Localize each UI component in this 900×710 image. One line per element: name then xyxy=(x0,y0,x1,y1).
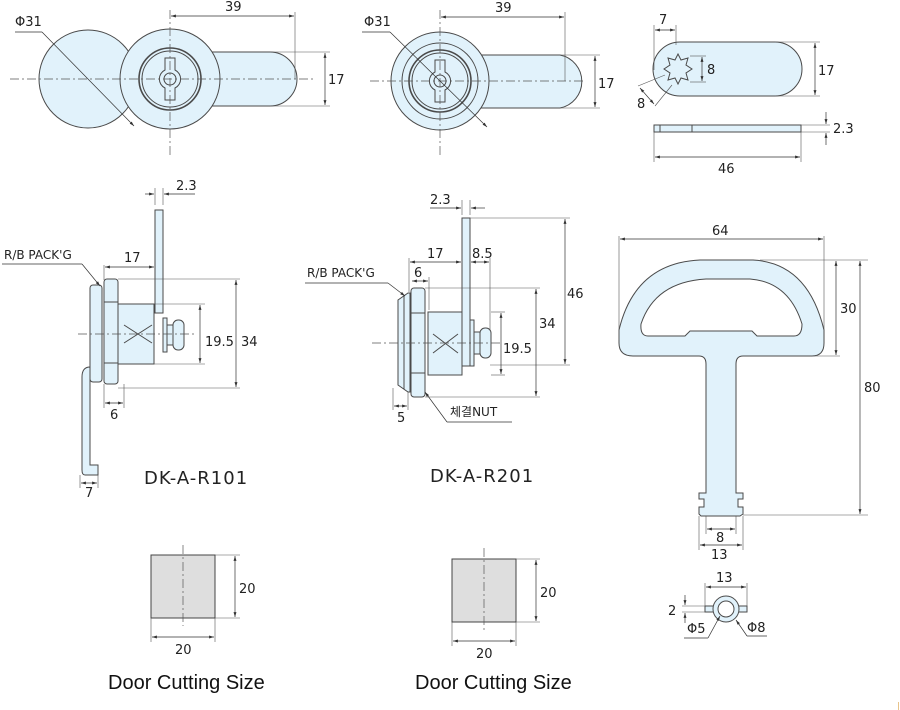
body-label: 19.5 xyxy=(503,342,532,357)
width-label: 17 xyxy=(818,64,835,79)
body-label: 19.5 xyxy=(205,335,234,350)
outer-diameter-label: Φ8 xyxy=(747,621,766,636)
key-section: 13 2 Φ5 Φ8 xyxy=(668,571,767,639)
door-cutting-r101: 20 20 Door Cutting Size xyxy=(108,545,265,694)
height-label: 20 xyxy=(239,582,256,597)
depth-label: 17 xyxy=(124,251,141,266)
length-label: 46 xyxy=(718,162,735,177)
tip-outer-label: 13 xyxy=(711,548,728,563)
length-label: 39 xyxy=(495,1,512,16)
depth-label: 17 xyxy=(427,247,444,262)
star-hole xyxy=(663,52,693,86)
hook-label: 7 xyxy=(85,486,93,501)
side-view-r201: 2.3 46 17 8.5 6 R/B PACK'G 34 19.5 5 체결N… xyxy=(305,193,584,487)
cam-side xyxy=(653,124,802,133)
gasket-label: R/B PACK'G xyxy=(4,248,72,262)
hole-height-label: 8 xyxy=(707,63,715,78)
diameter-label: Φ31 xyxy=(15,15,42,30)
tip-inner-label: 8 xyxy=(716,531,724,546)
cam xyxy=(154,209,164,314)
cam xyxy=(461,217,471,367)
caption: Door Cutting Size xyxy=(108,672,265,694)
nut-label: 체결NUT xyxy=(450,405,498,419)
thickness-label: 2.3 xyxy=(833,122,854,137)
caption: Door Cutting Size xyxy=(415,672,572,694)
nut xyxy=(410,287,426,398)
flange-thickness-label: 5 xyxy=(397,411,405,426)
key-handle-hole xyxy=(640,278,803,337)
width-label: 20 xyxy=(476,647,493,662)
side-view-r101: 2.3 R/B PACK'G 17 19.5 34 6 7 DK-A-R101 xyxy=(2,179,258,501)
plug xyxy=(172,319,185,351)
flange-label: 34 xyxy=(241,335,258,350)
nut-width-label: 6 xyxy=(414,266,422,281)
cam-thickness-label: 2.3 xyxy=(430,193,451,208)
model-name: DK-A-R201 xyxy=(430,466,534,487)
model-name: DK-A-R101 xyxy=(144,468,248,489)
offset-label: 7 xyxy=(659,13,667,28)
corner-mark xyxy=(898,702,899,710)
hole-diag-label: 8 xyxy=(637,97,645,112)
thickness-label: 2 xyxy=(668,604,676,619)
width-label: 13 xyxy=(716,571,733,586)
hook xyxy=(81,366,99,476)
width-label: 17 xyxy=(598,77,615,92)
offset-label: 8.5 xyxy=(472,247,493,262)
diameter-label: Φ31 xyxy=(364,15,391,30)
flange-label: 34 xyxy=(539,317,556,332)
height-label: 20 xyxy=(540,586,557,601)
cam-plate: 7 8 8 17 2.3 46 xyxy=(637,13,854,177)
width-label: 64 xyxy=(712,224,729,239)
cam-thickness-label: 2.3 xyxy=(176,179,197,194)
height-label: 46 xyxy=(567,287,584,302)
inner-diameter-label: Φ5 xyxy=(687,622,706,637)
width-label: 17 xyxy=(328,73,345,88)
cam-arm xyxy=(479,54,583,109)
nut xyxy=(103,278,119,385)
door-cutting-r201: 20 20 Door Cutting Size xyxy=(415,548,572,694)
front-view-r201: Φ31 39 17 xyxy=(362,1,615,158)
key: 64 30 80 8 13 xyxy=(618,224,881,563)
width-label: 20 xyxy=(175,643,192,658)
handle-height-label: 30 xyxy=(840,302,857,317)
length-label: 39 xyxy=(225,0,242,15)
length-label: 80 xyxy=(864,381,881,396)
front-view-r101: Φ31 39 17 xyxy=(10,0,345,155)
flange xyxy=(89,284,103,383)
nut-label: 6 xyxy=(110,408,118,423)
gasket-label: R/B PACK'G xyxy=(307,266,375,280)
